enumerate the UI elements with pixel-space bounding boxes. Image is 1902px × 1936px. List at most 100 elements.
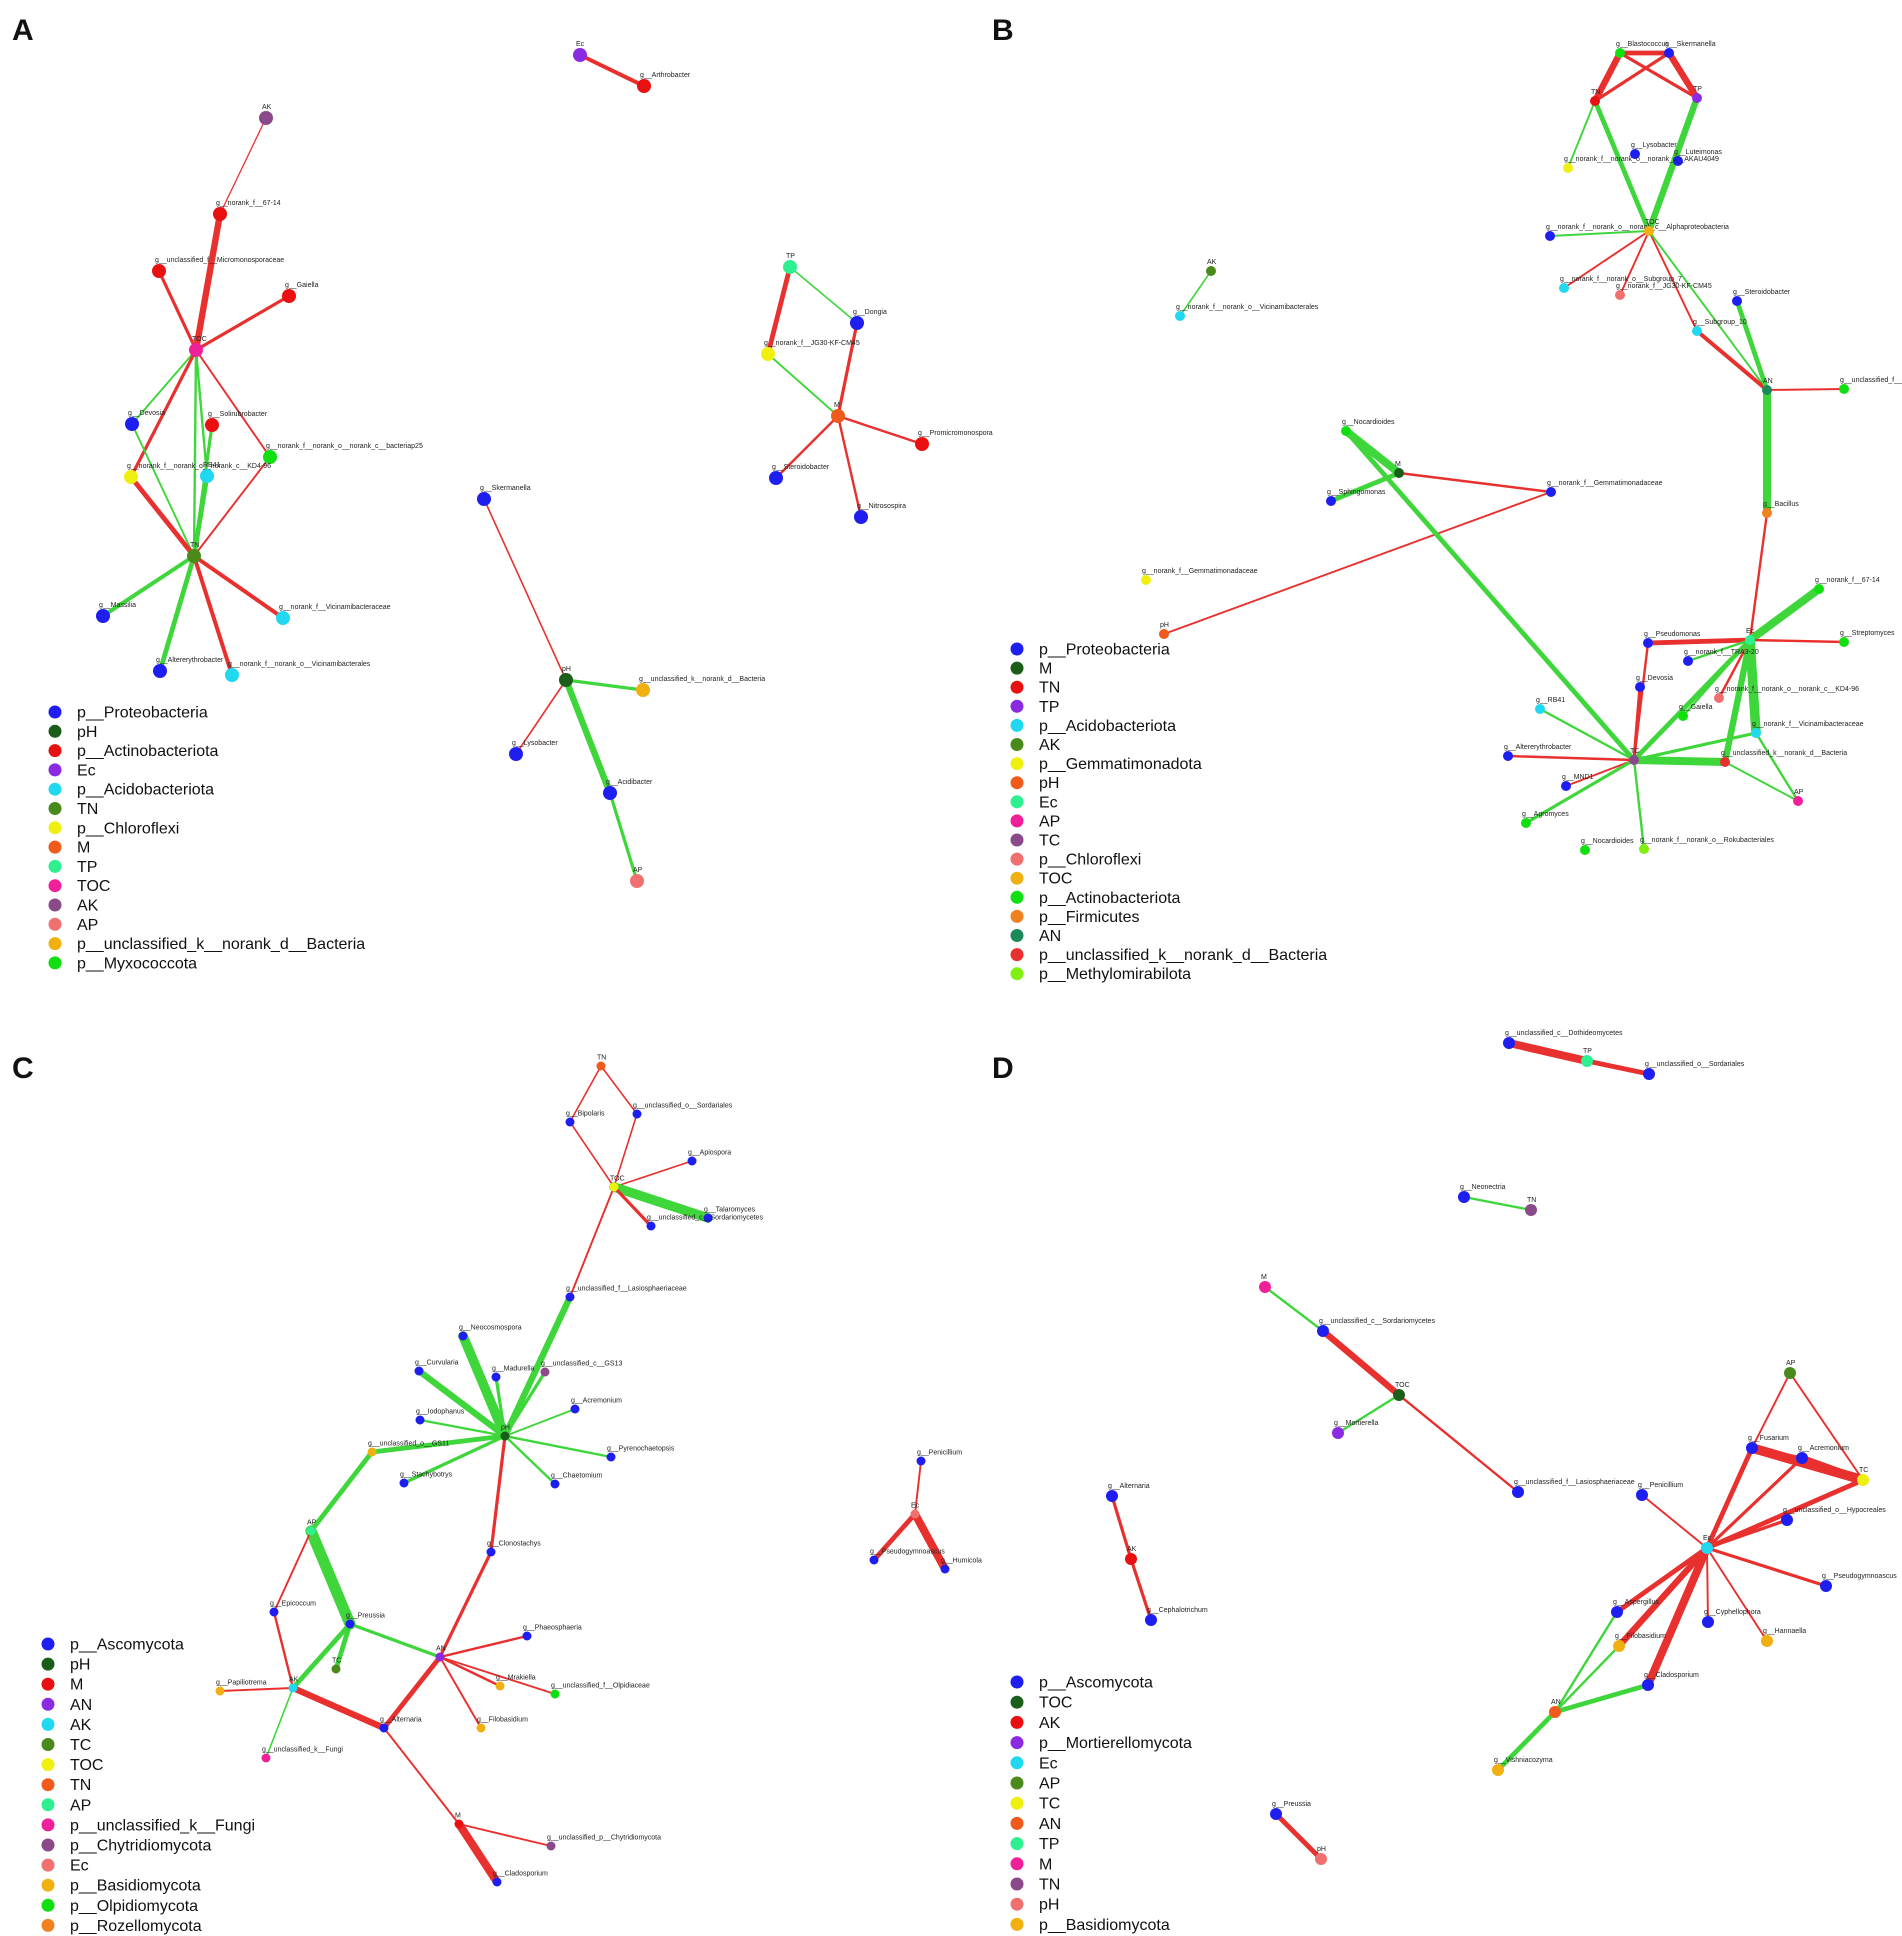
panel-d-legend-label: Ec [1039, 1755, 1058, 1772]
panel-b-legend-swatch [1010, 795, 1024, 809]
panel-d-node-g-cladosporium [1642, 1679, 1654, 1691]
panel-d-legend-label: TC [1039, 1796, 1060, 1813]
panel-a-node-ec [573, 48, 587, 62]
panel-a-node-label: g__norank_f__norank_o__norank_c__KD4-96 [127, 463, 271, 470]
panel-a-node-ap [630, 874, 644, 888]
panel-b-edge-g-rb41-tc [1538, 707, 1636, 762]
panel-a-node-g-dongia [850, 316, 864, 330]
panel-c-edge-m-g-cladosporium [455, 1820, 501, 1886]
panel-d-edge-toc-g-unclassified-f-lasiosphaeriaceae [1397, 1393, 1520, 1494]
panel-c-edge-tn-g-unclassified-o-sordariales [600, 1065, 638, 1115]
panel-d-node-g-cyphellophora [1702, 1616, 1714, 1628]
panel-b-legend-label: TP [1039, 699, 1059, 716]
panel-d-edge-ak-g-cephalotrichum [1129, 1557, 1153, 1622]
panel-d-legend-label: TP [1039, 1836, 1059, 1853]
panel-a-legend-label: M [77, 840, 90, 857]
panel-a-edge-tn-g-norank-f-norank-o-vicinamibacterales [192, 554, 234, 677]
panel-b-legend-label: p__Chloroflexi [1039, 852, 1141, 869]
panel-c-edge-ph-g-acremonium [504, 1408, 576, 1437]
panel-c-edge-ph-g-unclassified-o-gs11 [369, 1433, 508, 1455]
panel-a-legend-swatch [48, 821, 62, 835]
panel-b-edge-tc-g-norank-f-vicinamibacteraceae [1632, 731, 1758, 762]
panel-b-legend-label: pH [1039, 775, 1059, 792]
panel-c-edge-g-madurella-ph [494, 1375, 507, 1438]
panel-c-node-toc [609, 1182, 619, 1192]
panel-d-legend-swatch [1010, 1756, 1024, 1770]
panel-b-edge-g-skermanella-tn [1593, 51, 1671, 103]
panel-a-legend-label: pH [77, 724, 97, 741]
panel-a-node-g-unclassified-k-norank-d-bacteria [636, 683, 650, 697]
panel-a-node-g-steroidobacter [769, 471, 783, 485]
panel-d-node-g-filobasidium [1613, 1640, 1625, 1652]
panel-c: C TNg__Bipolarisg__unclassified_o__Sorda… [12, 1052, 982, 1935]
panel-a-node-label: g__Promicromonospora [918, 430, 993, 437]
panel-b-node-label: M [1395, 461, 1401, 468]
panel-b-node-ak [1206, 266, 1216, 276]
panel-d-legend-label: AP [1039, 1776, 1060, 1793]
panel-b-edge-ec-g-norank-f-vicinamibacteraceae [1745, 635, 1761, 738]
panel-c-edge-ap-g-preussia [305, 1525, 356, 1630]
panel-b-node-tc [1629, 755, 1639, 765]
panel-c-legend-label: pH [70, 1657, 90, 1674]
panel-a-node-g-norank-f-jg30-kf-cm45 [761, 347, 775, 361]
panel-b-edge-tc-g-unclassified-k-norank-d-bacteria [1630, 756, 1729, 766]
panel-b-edge-g-norank-f-gemmatimonadaceae-ph [1163, 491, 1552, 635]
panel-b-node-ap [1793, 796, 1803, 806]
panel-a-node-ak [259, 111, 273, 125]
panel-c-edge-g-curvularia-ph [415, 1367, 509, 1440]
panel-b-edge-ec-g-unclassified-k-norank-d-bacteria [1721, 636, 1754, 766]
panel-c-label: C [12, 1052, 34, 1085]
panel-a-edge-toc-rb41 [194, 348, 209, 478]
panel-d-node-label: TC [1859, 1467, 1868, 1474]
panel-c-legend-swatch [41, 1738, 55, 1751]
panel-b-legend-swatch [1010, 699, 1024, 713]
panel-b-node-g-rb41 [1535, 704, 1545, 714]
panel-a-node-g-acidibacter [603, 786, 617, 800]
panel-a-node-g-unclassified-f-micromonosporaceae [152, 264, 166, 278]
panel-d-edge-g-fusarium-g-acremonium [1750, 1446, 1804, 1460]
panel-c-legend-swatch [41, 1758, 55, 1772]
panel-d-node-label: g__Cladosporium [1644, 1672, 1699, 1679]
panel-d-node-g-penicillium [1636, 1489, 1648, 1501]
panel-b-node-tn [1590, 96, 1600, 106]
panel-a-legend-swatch [48, 744, 62, 758]
panel-a-node-label: RB41 [203, 462, 221, 469]
panel-c-node-label: TC [332, 1658, 341, 1665]
panel-b-edge-an-g-unclassified-f-micromonosporaceae [1766, 388, 1845, 391]
panel-b-node-label: g__RB41 [1536, 697, 1565, 704]
panel-c-node-label: g__unclassified_k__Fungi [262, 1747, 343, 1754]
panel-a-legend-label: TN [77, 801, 98, 818]
panel-d-node-label: TN [1527, 1197, 1536, 1204]
panel-c-node-label: g__Cladosporium [493, 1871, 548, 1878]
panel-a-legend-swatch [48, 956, 62, 970]
panel-c-node-label: g__Neocosmospora [459, 1325, 522, 1332]
panel-a-legend-label: AP [77, 917, 98, 934]
panel-b-edge-toc-g-norank-f-norank-o-norank-c-alphaproteobacteria [1549, 230, 1650, 237]
panel-a-node-label: g__Steroidobacter [772, 464, 830, 471]
panel-c-edge-toc-g-unclassified-f-lasiosphaeriaceae [569, 1186, 615, 1298]
panel-c-edge-an-g-filobasidium [439, 1656, 482, 1729]
panel-c-edge-ph-g-chaetomium [503, 1434, 557, 1486]
panel-c-legend-label: p__unclassified_k__Fungi [70, 1817, 255, 1834]
panel-b-legend-label: TOC [1039, 871, 1072, 888]
panel-d-legend: p__AscomycotaTOCAKp__MortierellomycotaEc… [1010, 1675, 1192, 1934]
panel-a-node-g-altererythrobacter [153, 664, 167, 678]
panel-a-edges [101, 53, 924, 883]
panel-c-legend-swatch [41, 1657, 55, 1671]
panel-c-node-g-iodophanus [415, 1415, 425, 1425]
panel-d-legend-label: p__Basidiomycota [1039, 1917, 1170, 1934]
panel-b-legend-label: p__Methylomirabilota [1039, 966, 1191, 983]
panel-d-legend-swatch [1010, 1816, 1024, 1830]
panel-b-legend-label: AP [1039, 813, 1060, 830]
panel-c-edge-g-alternaria-m [383, 1727, 460, 1825]
panel-b-legend-label: p__Acidobacteriota [1039, 718, 1176, 735]
panel-b-legend-label: p__Proteobacteria [1039, 642, 1170, 659]
panel-d-edge-ec-g-penicillium [1641, 1494, 1708, 1549]
panel-d-edge-ec-g-unclassified-o-hypocreales [1705, 1518, 1789, 1550]
panel-d-legend-swatch [1010, 1736, 1024, 1750]
panel-a-edge-m-g-promicromonospora [836, 414, 924, 446]
panel-d-node-g-fusarium [1746, 1442, 1758, 1454]
panel-d-node-label: g__unclassified_c__Sordariomycetes [1319, 1318, 1435, 1325]
panel-d-node-label: g__Filobasidium [1615, 1633, 1666, 1640]
panel-d-node-label: AP [1786, 1360, 1796, 1367]
